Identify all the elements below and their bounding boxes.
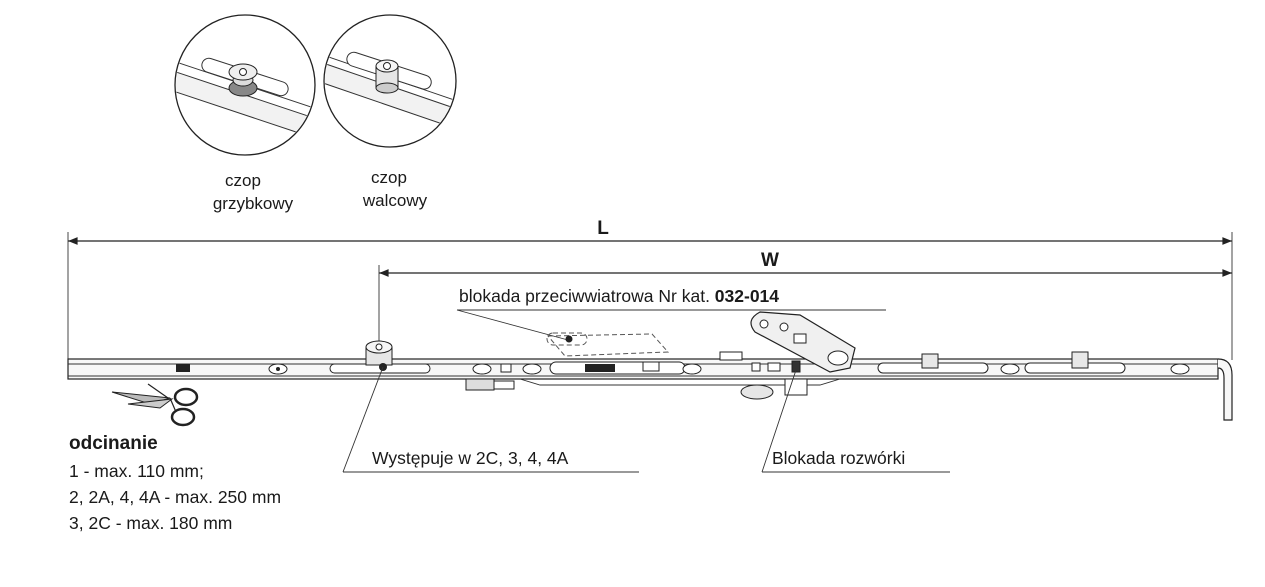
detail-cylinder-label-1: czop [371,168,407,187]
scissors-icon [111,383,199,427]
dimension-w-label: W [761,250,779,271]
detail-mushroom-pin [174,14,316,156]
cutting-line-1: 1 - max. 110 mm; [69,461,204,481]
cutting-title: odcinanie [69,433,158,454]
detail-mushroom-label-2: grzybkowy [213,194,294,213]
arm-lock-label: Blokada rozwórki [772,448,905,468]
rail-pin [365,340,393,371]
dimension-w [378,265,1232,345]
wind-lock-part [546,332,670,357]
detail-cylinder-label-2: walcowy [362,191,428,210]
detail-cylinder-pin [323,14,457,148]
cutting-line-3: 3, 2C - max. 180 mm [69,513,232,533]
wind-lock-label: blokada przeciwwiatrowa Nr kat. 032-014 [459,286,779,306]
stay-arm [750,311,856,373]
dimension-l [67,232,1233,360]
occurs-in-label: Występuje w 2C, 3, 4, 4A [372,448,569,468]
cutting-line-2: 2, 2A, 4, 4A - max. 250 mm [69,487,281,507]
dimension-l-label: L [597,218,609,239]
main-rail [67,351,1233,421]
detail-mushroom-label-1: czop [225,171,261,190]
